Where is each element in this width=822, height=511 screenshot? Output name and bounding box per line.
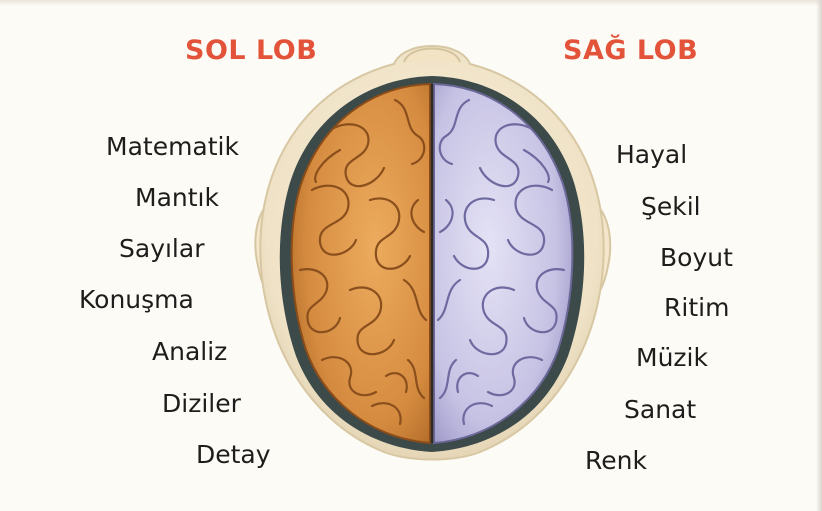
right-lobe-item: Renk	[585, 446, 647, 476]
left-lobe-item: Matematik	[106, 132, 239, 162]
right-lobe-item: Ritim	[664, 293, 729, 323]
right-lobe-item: Hayal	[616, 140, 687, 170]
left-lobe-item: Konuşma	[79, 285, 194, 315]
left-lobe-item: Detay	[196, 440, 271, 470]
left-lobe-item: Sayılar	[119, 234, 204, 264]
right-lobe-item: Boyut	[660, 243, 733, 273]
right-lobe-title: SAĞ LOB	[563, 34, 698, 68]
right-lobe-item: Sanat	[624, 395, 696, 425]
right-lobe-item: Müzik	[636, 343, 708, 373]
left-lobe-item: Analiz	[152, 337, 227, 367]
right-lobe-item: Şekil	[641, 192, 701, 222]
left-lobe-title: SOL LOB	[185, 34, 317, 68]
left-lobe-item: Mantık	[135, 183, 219, 213]
left-lobe-item: Diziler	[162, 389, 241, 419]
